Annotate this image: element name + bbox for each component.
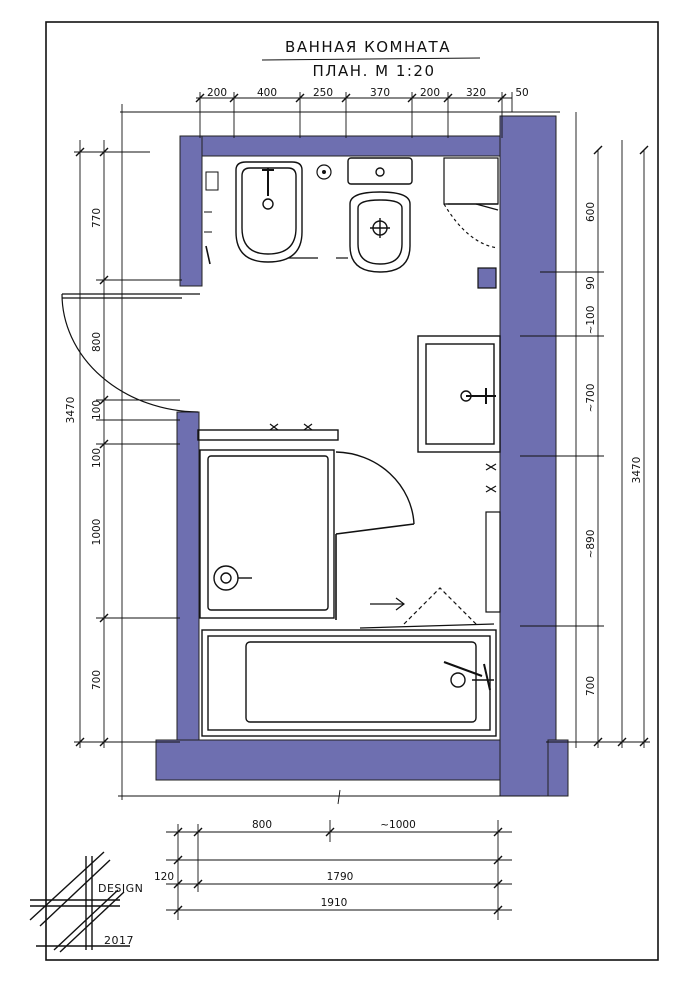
dim-right-3: ~700 [585, 384, 597, 413]
dim-right-outer: 3470 [631, 457, 643, 484]
dim-top-6: 50 [515, 87, 528, 99]
dim-right-5: 700 [585, 676, 597, 696]
door-swing-arc [61, 293, 199, 413]
dim-top-0: 200 [207, 87, 227, 99]
dim-bottom-120: 120 [154, 871, 174, 883]
toilet [347, 157, 413, 273]
dimension-lines [74, 92, 650, 920]
wall-left-upper [179, 135, 203, 287]
dim-left-0: 770 [91, 208, 103, 228]
door [61, 293, 200, 413]
dim-bottom-1000: ~1000 [380, 819, 416, 831]
dim-right-2: 90 [585, 276, 597, 289]
dims-top: 200 400 250 370 200 320 50 [207, 87, 529, 99]
wall-box [477, 267, 497, 289]
folding-door [359, 587, 495, 629]
dim-left-5: 700 [91, 670, 103, 690]
shower-door-arc [335, 451, 415, 525]
towel-rail [485, 463, 501, 613]
title-line-1: ВАННАЯ КОМНАТА [285, 38, 451, 56]
dim-bottom-1910: 1910 [321, 897, 348, 909]
dim-left-2: 100 [91, 400, 103, 420]
shower-marks [269, 423, 313, 431]
cabinet-top-right [443, 157, 499, 249]
dim-top-3: 370 [370, 87, 390, 99]
dims-right: 600 ~100 90 ~700 ~890 700 3470 [585, 202, 643, 696]
dim-left-3: 100 [91, 448, 103, 468]
wall-top [179, 135, 507, 157]
dim-left-4: 1000 [91, 519, 103, 546]
logo-text: DESIGN [98, 882, 143, 895]
wall-fixture-left [204, 171, 219, 265]
wall-inner-lines [198, 155, 500, 741]
dim-top-1: 400 [257, 87, 277, 99]
dims-bottom: 800 ~1000 120 1790 1910 [154, 819, 416, 909]
title-line-2: ПЛАН. М 1:20 [312, 62, 435, 80]
dimension-ticks [75, 93, 649, 915]
design-logo [29, 851, 130, 953]
sheet-frame [45, 21, 659, 961]
title-underline [261, 57, 481, 61]
dim-right-4: ~890 [585, 530, 597, 559]
sink-left [235, 161, 303, 263]
dim-left-1: 800 [91, 332, 103, 352]
washbasin [417, 335, 501, 453]
bathtub [201, 629, 497, 737]
wall-bottom [155, 739, 503, 781]
dim-bottom-800: 800 [252, 819, 272, 831]
dim-bottom-1790: 1790 [327, 871, 354, 883]
dim-top-5: 320 [466, 87, 486, 99]
dim-top-2: 250 [313, 87, 333, 99]
wall-left-lower [176, 411, 200, 743]
dim-right-0: 600 [585, 202, 597, 222]
wall-right-notch [547, 739, 569, 797]
logo-year: 2017 [104, 934, 134, 947]
floor-drain [316, 164, 332, 180]
title-block: ВАННАЯ КОМНАТА ПЛАН. М 1:20 [261, 38, 481, 80]
dim-left-outer: 3470 [65, 397, 77, 424]
dims-left: 3470 770 800 100 100 1000 700 [65, 208, 103, 690]
shower [197, 429, 415, 620]
dim-right-1: ~100 [585, 306, 597, 335]
dim-top-4: 200 [420, 87, 440, 99]
